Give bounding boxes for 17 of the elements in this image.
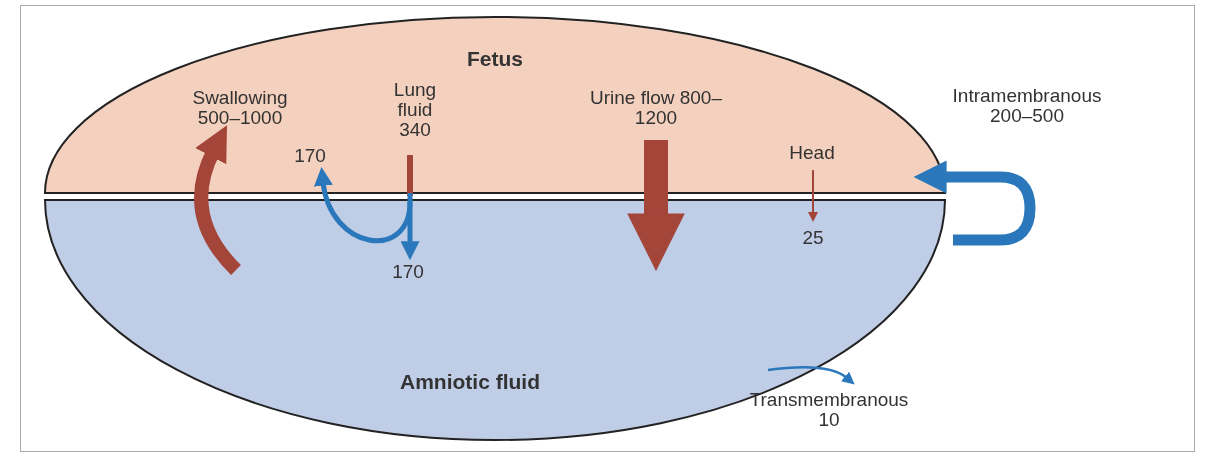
edge-label: Transmembranous 10 [749, 390, 909, 430]
flow-arrow [808, 169, 818, 222]
flow-arrow [314, 167, 413, 244]
flow-label: 25 [801, 228, 825, 248]
edge-label: Urine flow 800–1200 [589, 88, 723, 128]
flow-arrow [400, 193, 420, 261]
flow-label: Lung fluid 340 [392, 80, 438, 140]
flow-arrow [627, 140, 685, 272]
edge-label: 170 [391, 262, 425, 282]
edge-label: Swallowing 500–1000 [191, 88, 289, 128]
edge-label: Intramembranous 200–500 [951, 86, 1103, 126]
region-title: Fetus [467, 47, 523, 71]
region-title: Amniotic fluid [400, 370, 540, 394]
flow-arrow [913, 160, 1036, 246]
flow-arrow [767, 366, 856, 384]
edge-label: 170 [293, 146, 327, 166]
edge-label: Head [788, 143, 836, 163]
